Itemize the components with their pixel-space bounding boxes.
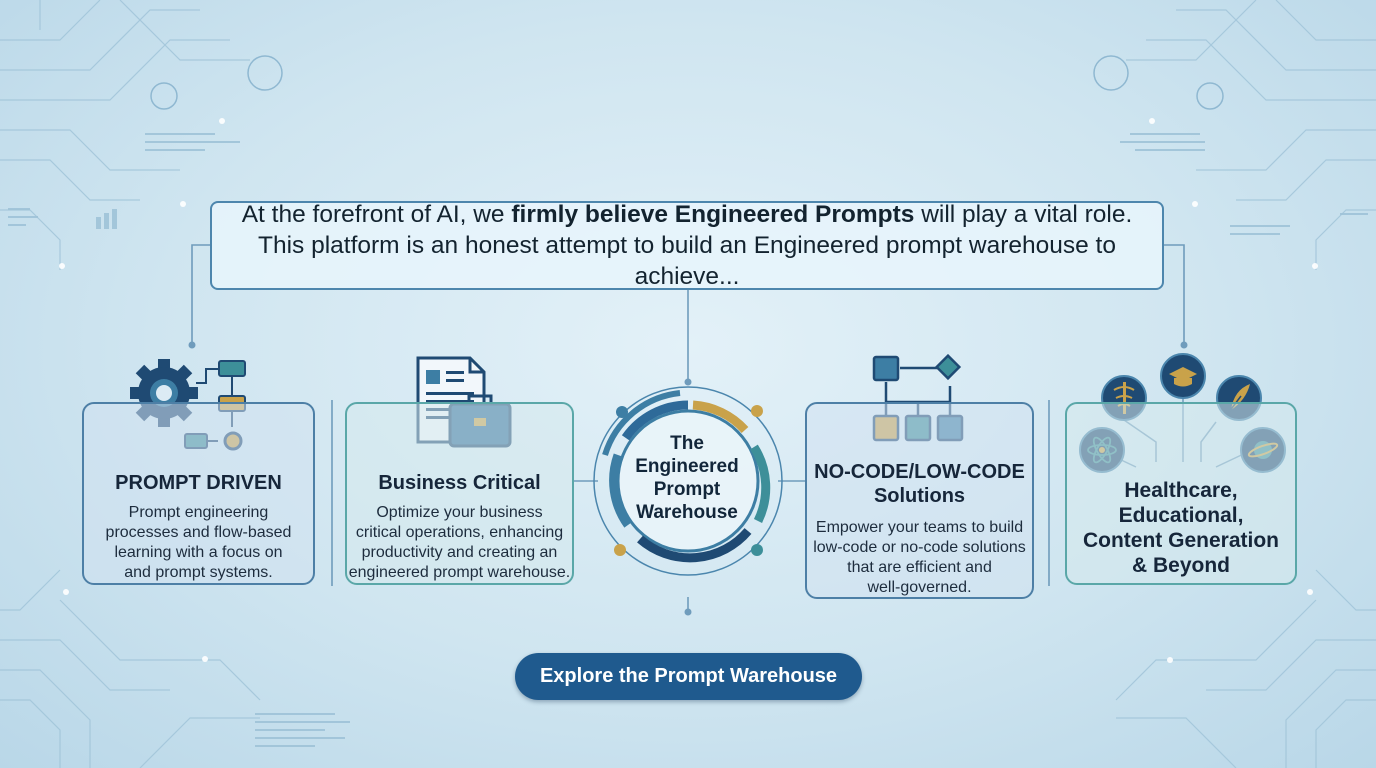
card-title-line: Content Generation <box>1082 529 1279 552</box>
hub-line3: Prompt <box>653 479 721 500</box>
card-title-line2: Solutions <box>873 485 966 507</box>
headline-box: At the forefront of AI, we firmly believ… <box>210 201 1164 290</box>
headline-line1: At the forefront of AI, we firmly believ… <box>241 201 1133 228</box>
card-desc-line: that are efficient and <box>847 559 992 576</box>
card-prompt-driven: PROMPT DRIVEN Prompt engineering process… <box>82 402 315 585</box>
card-business-critical: Business Critical Optimize your business… <box>345 402 574 585</box>
card-desc-line: well-governed. <box>867 579 972 596</box>
card-industries: Healthcare, Educational, Content Generat… <box>1065 402 1297 585</box>
card-desc-line: productivity and creating an <box>361 544 558 561</box>
hub-line2: Engineered <box>635 456 739 477</box>
card-desc-line: Empower your teams to build <box>815 519 1024 536</box>
explore-warehouse-button[interactable]: Explore the Prompt Warehouse <box>515 653 862 700</box>
hub-line4: Warehouse <box>636 502 738 523</box>
card-no-code-low-code: NO-CODE/LOW-CODE Solutions Empower your … <box>805 402 1034 599</box>
card-title-line: Healthcare, <box>1124 479 1238 502</box>
hub-label: The Engineered Prompt Warehouse <box>612 430 762 526</box>
graduation-cap-icon <box>1160 353 1206 399</box>
card-desc-line: processes and flow-based <box>105 524 292 541</box>
card-title-line1: NO-CODE/LOW-CODE <box>814 461 1025 483</box>
card-desc-line: Optimize your business <box>376 504 543 521</box>
card-desc-line: learning with a focus on <box>114 544 283 561</box>
hub-line1: The <box>670 433 704 454</box>
card-desc-line: low-code or no-code solutions <box>813 539 1026 556</box>
card-title-line: & Beyond <box>1131 554 1230 577</box>
card-desc-line: and prompt systems. <box>124 564 273 581</box>
card-desc-line: engineered prompt warehouse. <box>348 564 571 581</box>
card-desc-line: critical operations, enhancing <box>355 524 564 541</box>
card-title-line: Educational, <box>1118 504 1244 527</box>
headline-line2: This platform is an honest attempt to bu… <box>258 232 1116 290</box>
card-title: PROMPT DRIVEN <box>115 472 282 494</box>
card-title: Business Critical <box>378 472 541 494</box>
card-desc-line: Prompt engineering <box>128 504 269 521</box>
card-title: NO-CODE/LOW-CODE Solutions <box>814 460 1025 508</box>
